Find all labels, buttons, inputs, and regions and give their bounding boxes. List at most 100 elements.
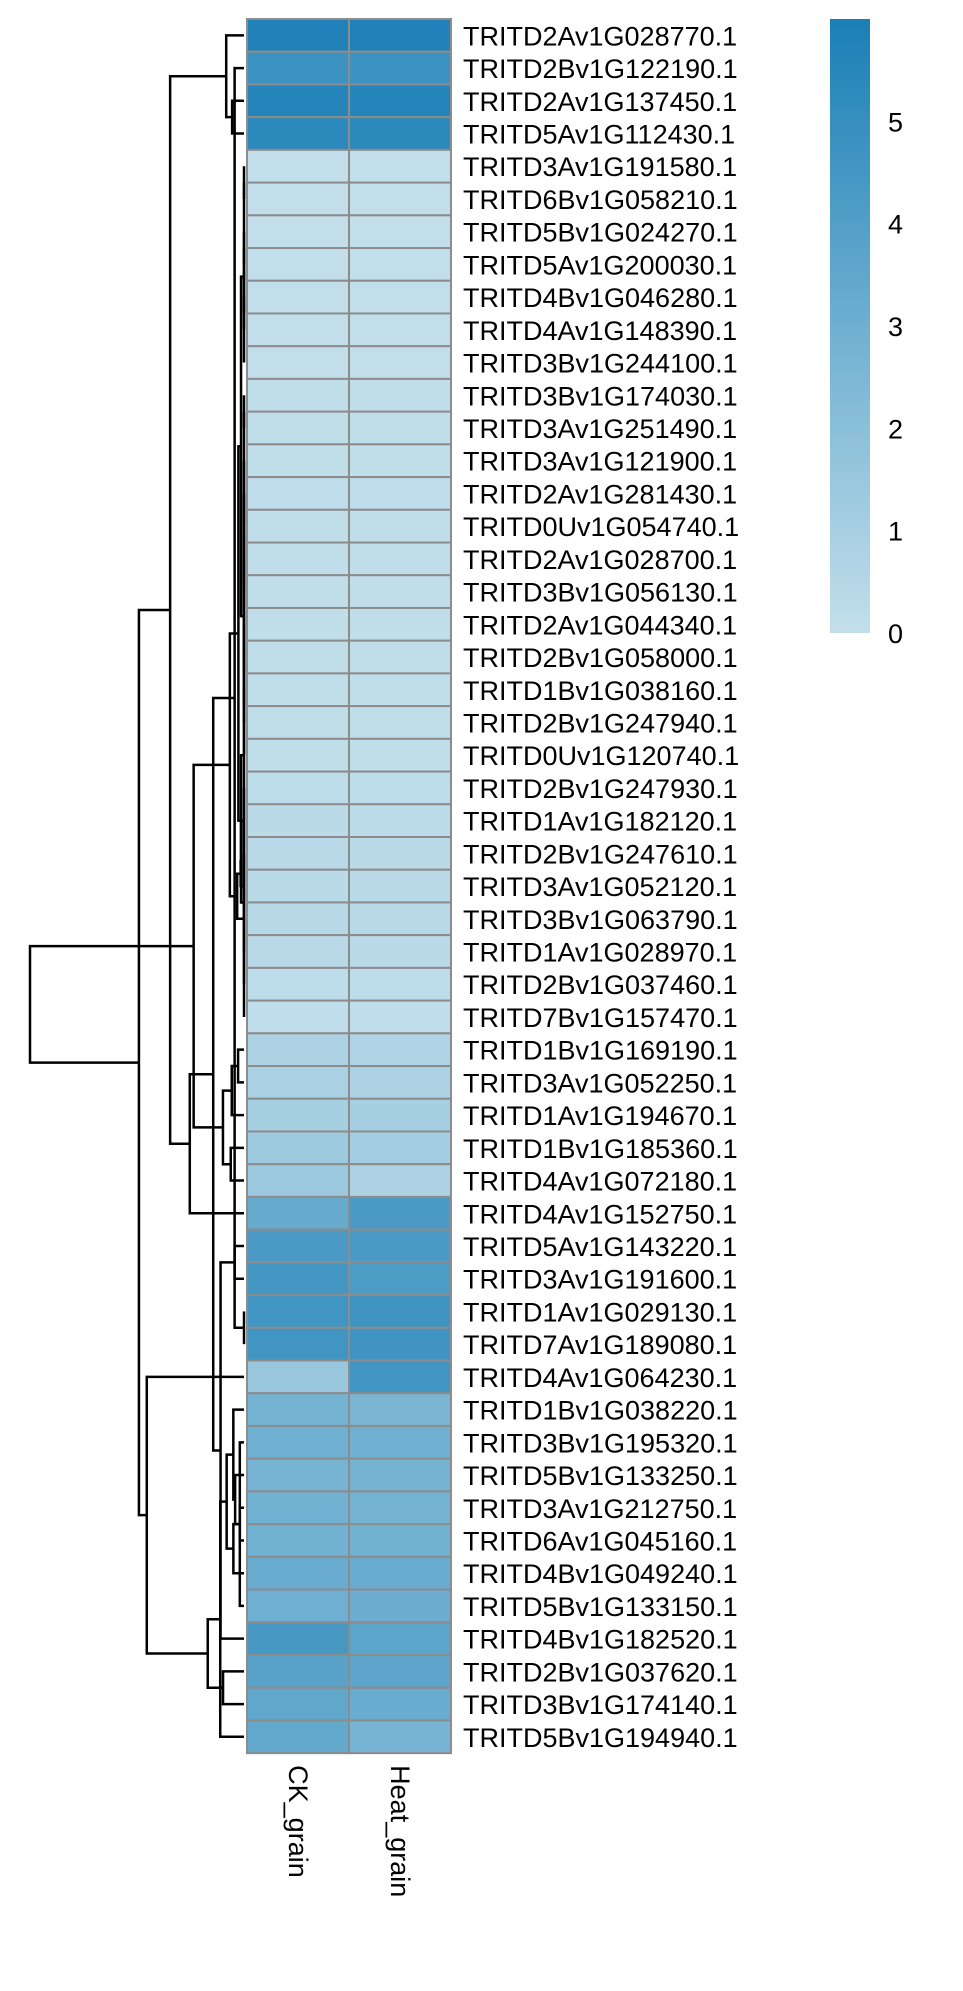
heatmap-cell	[348, 901, 452, 937]
heatmap-cell	[246, 345, 350, 380]
row-label: TRITD3Bv1G174030.1	[463, 381, 738, 411]
heatmap-cell	[246, 901, 350, 937]
column-label: CK_grain	[283, 1765, 313, 1878]
heatmap-cell	[246, 1097, 350, 1133]
heatmap-cell	[246, 410, 350, 446]
heatmap-cell	[246, 999, 350, 1035]
heatmap-cell	[246, 1424, 350, 1460]
row-label: TRITD3Av1G052120.1	[463, 872, 737, 902]
legend-tick-label: 1	[888, 517, 903, 547]
row-label: TRITD2Bv1G247940.1	[463, 708, 738, 738]
dendrogram-branch	[230, 99, 244, 135]
heatmap-cell	[246, 1326, 350, 1362]
heatmap-cell	[348, 1523, 452, 1558]
heatmap-cell	[348, 312, 452, 348]
heatmap-cell	[246, 1032, 350, 1068]
heatmap-cell	[348, 1294, 452, 1329]
heatmap-cell	[246, 377, 350, 413]
heatmap-cells	[246, 18, 452, 1755]
row-label: TRITD3Bv1G244100.1	[463, 349, 738, 379]
row-label: TRITD2Bv1G247930.1	[463, 774, 738, 804]
heatmap-cell	[348, 181, 452, 217]
row-label: TRITD0Uv1G054740.1	[463, 512, 739, 542]
heatmap-cell	[348, 999, 452, 1035]
heatmap-cell	[348, 345, 452, 380]
row-label: TRITD1Av1G194670.1	[463, 1101, 737, 1131]
heatmap-cell	[348, 868, 452, 904]
heatmap-cell	[246, 1065, 350, 1100]
legend-tick-label: 3	[888, 312, 903, 342]
row-label: TRITD3Av1G251490.1	[463, 414, 737, 444]
heatmap-cell	[246, 1686, 350, 1722]
row-label: TRITD4Bv1G182520.1	[463, 1625, 738, 1655]
row-label: TRITD2Av1G281430.1	[463, 479, 737, 509]
heatmap-cell	[246, 181, 350, 217]
row-label: TRITD4Bv1G049240.1	[463, 1559, 738, 1589]
heatmap-cell	[348, 1032, 452, 1068]
heatmap-cell	[246, 1261, 350, 1297]
dendrogram-branch	[232, 1408, 244, 1501]
heatmap-cell	[246, 148, 350, 184]
heatmap-cell	[246, 214, 350, 250]
row-label: TRITD1Bv1G169190.1	[463, 1036, 738, 1066]
heatmap-cell	[348, 1065, 452, 1100]
row-label: TRITD6Bv1G058210.1	[463, 185, 738, 215]
legend-tick-label: 0	[888, 619, 903, 649]
heatmap-cell	[246, 966, 350, 1002]
dendrogram-branch	[221, 1670, 244, 1706]
heatmap-cell	[348, 737, 452, 773]
heatmap-cell	[348, 1326, 452, 1362]
heatmap-cell	[348, 443, 452, 479]
heatmap-cell	[348, 836, 452, 871]
row-label: TRITD3Av1G052250.1	[463, 1068, 737, 1098]
heatmap-cell	[246, 803, 350, 839]
heatmap-cell	[246, 476, 350, 511]
row-label: TRITD2Bv1G037620.1	[463, 1657, 738, 1687]
heatmap-cell	[348, 1424, 452, 1460]
row-label: TRITD3Bv1G195320.1	[463, 1428, 738, 1458]
row-label: TRITD2Av1G028700.1	[463, 545, 737, 575]
heatmap-cell	[348, 1195, 452, 1231]
heatmap-cell	[246, 1130, 350, 1166]
heatmap-cell	[348, 476, 452, 511]
row-label: TRITD5Av1G112430.1	[463, 120, 735, 150]
heatmap-cell	[348, 508, 452, 544]
heatmap-cell	[348, 639, 452, 675]
heatmap-cell	[246, 1719, 350, 1755]
row-label: TRITD5Bv1G024270.1	[463, 218, 738, 248]
legend-tick-label: 2	[888, 414, 903, 444]
heatmap-cell	[348, 83, 452, 119]
heatmap-cell	[348, 1163, 452, 1198]
heatmap-cell	[348, 574, 452, 609]
row-label: TRITD3Av1G212750.1	[463, 1494, 737, 1524]
row-labels: TRITD2Av1G028770.1TRITD2Bv1G122190.1TRIT…	[463, 21, 739, 1752]
dendrogram-branch	[233, 1244, 244, 1280]
row-label: TRITD4Bv1G046280.1	[463, 283, 738, 313]
heatmap-cell	[246, 116, 350, 151]
row-label: TRITD4Av1G064230.1	[463, 1363, 737, 1393]
row-label: TRITD4Av1G072180.1	[463, 1167, 737, 1197]
row-label: TRITD4Av1G148390.1	[463, 316, 737, 346]
row-label: TRITD2Av1G137450.1	[463, 87, 737, 117]
dendrogram-branch	[145, 1375, 244, 1655]
heatmap-cell	[348, 214, 452, 250]
heatmap-cell	[348, 1490, 452, 1526]
heatmap-cell	[246, 508, 350, 544]
heatmap-cell	[246, 312, 350, 348]
heatmap-cell	[348, 410, 452, 446]
dendrogram-branch	[137, 608, 171, 1517]
heatmap-cell	[246, 574, 350, 609]
dendrogram-branch	[238, 1506, 244, 1542]
dendrogram-branch	[188, 1072, 244, 1215]
dendrogram-branch	[168, 75, 227, 1145]
heatmap-cell	[348, 279, 452, 315]
row-label: TRITD5Av1G200030.1	[463, 250, 737, 280]
heatmap-cell	[348, 1621, 452, 1657]
heatmap-cell	[246, 868, 350, 904]
heatmap-cell	[246, 1490, 350, 1526]
heatmap-cell	[348, 1457, 452, 1493]
dendrogram-branch	[236, 1048, 244, 1084]
dendrogram-branch	[237, 445, 242, 822]
heatmap-cell	[348, 1097, 452, 1133]
